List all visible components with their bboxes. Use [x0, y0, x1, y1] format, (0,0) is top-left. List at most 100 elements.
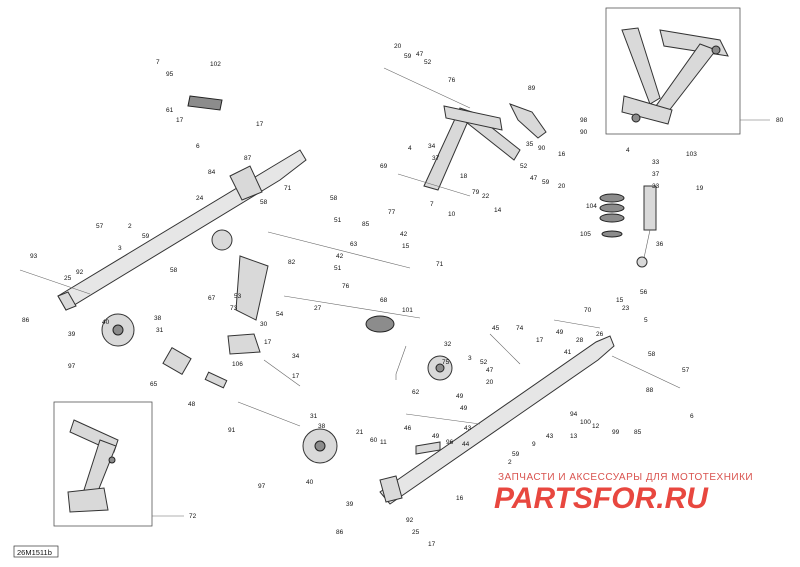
callout: 54 [276, 311, 284, 318]
shaft-76b [283, 295, 421, 319]
bracket-106 [227, 333, 261, 355]
shock-body [643, 185, 657, 231]
callout: 52 [480, 359, 488, 366]
callout: 49 [460, 405, 468, 412]
callout: 17 [256, 121, 264, 128]
callout: 31 [156, 327, 164, 334]
inset-front-arm [53, 401, 184, 527]
callout: 16 [456, 495, 464, 502]
shaft-46 [405, 413, 481, 425]
callout: 65 [150, 381, 158, 388]
spring-coil [599, 203, 625, 213]
bracket-89 [508, 103, 547, 139]
watermark-logo: PARTSFOR.RU [494, 482, 709, 515]
callout: 87 [244, 155, 252, 162]
callout: 53 [234, 293, 242, 300]
callout: 97 [258, 483, 266, 490]
callout: 76 [342, 283, 350, 290]
callout: 9 [532, 441, 536, 448]
callout: 17 [292, 373, 300, 380]
watermark: ЗАПЧАСТИ И АКСЕССУАРЫ ДЛЯ МОТОТЕХНИКИ PA… [494, 472, 753, 515]
callout: 58 [330, 195, 338, 202]
callout: 90 [580, 129, 588, 136]
callout: 16 [558, 151, 566, 158]
callout: 33 [652, 159, 660, 166]
callout: 3 [118, 245, 122, 252]
callout: 47 [416, 51, 424, 58]
callout: 36 [656, 241, 664, 248]
callout: 33 [652, 183, 660, 190]
callout: 40 [102, 319, 110, 326]
callout: 84 [208, 169, 216, 176]
handle-102 [187, 95, 223, 111]
callout: 25 [412, 529, 420, 536]
callout: 11 [380, 439, 387, 446]
callout: 95 [166, 71, 174, 78]
callout: 71 [436, 261, 444, 268]
callout: 44 [462, 441, 470, 448]
callout: 4 [408, 145, 412, 152]
middle-pivot-assembly [211, 229, 421, 387]
callout: 28 [576, 337, 584, 344]
callout: 70 [584, 307, 592, 314]
callout: 37 [652, 171, 660, 178]
callout: 18 [460, 173, 468, 180]
callout: 45 [492, 325, 500, 332]
callout: 88 [646, 387, 654, 394]
shaft-70 [553, 319, 601, 329]
rail-body [379, 335, 615, 505]
diagram-code: 26M1511b [17, 548, 52, 557]
callout: 56 [640, 289, 648, 296]
shaft-76 [383, 67, 471, 109]
rail-rod [19, 269, 91, 295]
wheel-bottom [302, 428, 338, 464]
callout: 59 [542, 179, 550, 186]
callout: 100 [580, 419, 591, 426]
callout: 49 [432, 433, 440, 440]
front-arm-leg [83, 439, 117, 497]
callout: 86 [22, 317, 30, 324]
callout: 103 [686, 151, 697, 158]
callout: 104 [586, 203, 597, 210]
rail-bracket [229, 165, 263, 201]
callout: 59 [142, 233, 150, 240]
callout: 27 [314, 305, 322, 312]
inset-top-right-label: 80 [776, 117, 784, 124]
callout: 75 [442, 359, 450, 366]
callout: 76 [448, 77, 456, 84]
rear-arm-left-leg [621, 27, 661, 105]
callout: 17 [176, 117, 184, 124]
callout: 96 [446, 439, 454, 446]
callout: 49 [556, 329, 564, 336]
rear-arm-lower-bar [621, 95, 673, 125]
callout: 61 [166, 107, 174, 114]
callout: 106 [232, 361, 243, 368]
callout: 5 [644, 317, 648, 324]
callout: 57 [682, 367, 690, 374]
callout: 105 [580, 231, 591, 238]
slider-11 [415, 441, 441, 455]
right-slide-rail [379, 335, 681, 505]
inset-frame [605, 7, 741, 135]
inset-rear-arm [605, 7, 770, 135]
callout: 46 [404, 425, 412, 432]
wheel-hub [435, 363, 445, 373]
spring-coil-105 [601, 230, 623, 238]
callout: 15 [616, 297, 624, 304]
callout: 34 [292, 353, 300, 360]
callout: 51 [334, 217, 342, 224]
callout: 63 [350, 241, 358, 248]
callout: 2 [128, 223, 132, 230]
rail-rod [611, 355, 681, 389]
callout: 14 [494, 207, 502, 214]
callout: 38 [318, 423, 326, 430]
callout: 73 [230, 305, 238, 312]
callout: 3 [468, 355, 472, 362]
wheel-left [101, 313, 135, 347]
callout: 17 [264, 339, 272, 346]
callout: 52 [520, 163, 528, 170]
callout: 39 [346, 501, 354, 508]
callout: 30 [260, 321, 268, 328]
callout: 94 [570, 411, 578, 418]
callout: 34 [428, 143, 436, 150]
